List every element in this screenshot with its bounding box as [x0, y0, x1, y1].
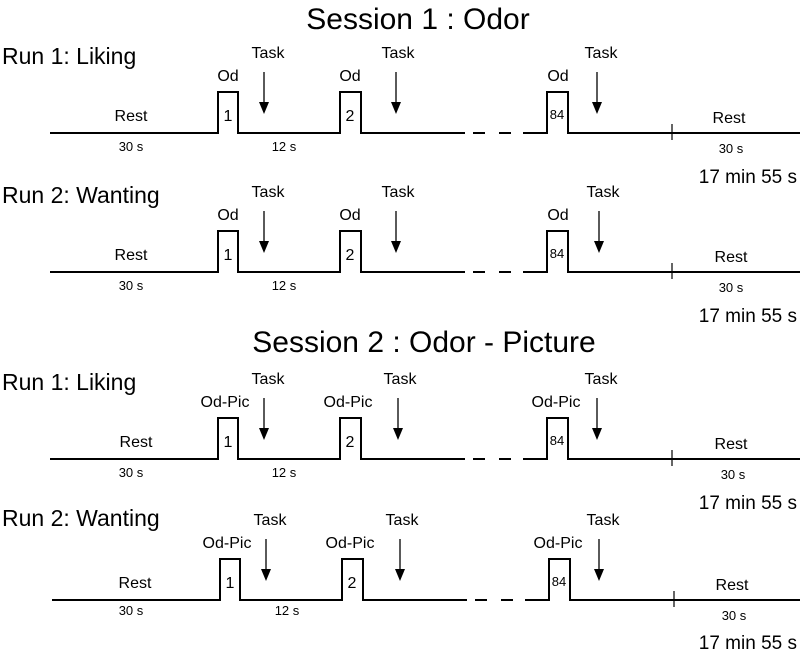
task-label-1: Task [252, 45, 286, 62]
timeline-waveform [50, 230, 465, 273]
stimulus-label-2: Od [339, 207, 360, 224]
end-rest-label: Rest [715, 249, 748, 266]
end-rest-duration-label: 30 s [719, 141, 744, 156]
stimulus-label-1: Od-Pic [201, 394, 250, 411]
stimulus-label-2: Od [339, 68, 360, 85]
task-label-2: Task [382, 45, 416, 62]
rest-label: Rest [119, 575, 152, 592]
task-label-1: Task [254, 512, 288, 529]
block-number-84: 84 [550, 246, 564, 261]
timeline-waveform-end [525, 558, 800, 601]
stimulus-label-1: Od-Pic [203, 535, 252, 552]
rest-label: Rest [120, 434, 153, 451]
session-1: Session 1 : Odor Run 1: Liking Rest 30 s… [2, 3, 800, 327]
task-label-2: Task [382, 184, 416, 201]
run-title: Run 2: Wanting [2, 182, 160, 208]
task-label-1: Task [252, 184, 286, 201]
timeline-waveform-end [523, 230, 800, 273]
run-title: Run 1: Liking [2, 369, 136, 395]
rest-duration-label: 30 s [119, 465, 144, 480]
session-2-title: Session 2 : Odor - Picture [252, 326, 595, 359]
stimulus-duration-label: 12 s [272, 139, 297, 154]
end-rest-duration-label: 30 s [722, 608, 747, 623]
timeline-waveform-end [523, 91, 800, 134]
arrow-down-icon [259, 428, 269, 440]
task-label-2: Task [386, 512, 420, 529]
stimulus-label-84: Od [547, 207, 568, 224]
stimulus-duration-label: 12 s [272, 278, 297, 293]
end-rest-label: Rest [715, 436, 748, 453]
stimulus-label-2: Od-Pic [326, 535, 375, 552]
block-number-2: 2 [346, 108, 355, 125]
block-number-2: 2 [348, 575, 357, 592]
session-2-run-1: Run 1: Liking Rest 30 s 12 s Rest 30 s 1… [2, 369, 800, 514]
block-number-1: 1 [224, 247, 233, 264]
block-number-1: 1 [226, 575, 235, 592]
session-2-run-2: Run 2: Wanting Rest 30 s 12 s Rest 30 s … [2, 505, 800, 654]
block-number-84: 84 [550, 107, 564, 122]
task-label-2: Task [384, 371, 418, 388]
total-duration-label: 17 min 55 s [699, 633, 797, 654]
stimulus-label-1: Od [217, 68, 238, 85]
stimulus-label-2: Od-Pic [324, 394, 373, 411]
arrow-down-icon [259, 102, 269, 114]
stimulus-label-84: Od-Pic [534, 535, 583, 552]
timeline-waveform [50, 417, 465, 460]
run-title: Run 1: Liking [2, 43, 136, 69]
total-duration-label: 17 min 55 s [699, 167, 797, 188]
block-number-2: 2 [346, 434, 355, 451]
session-1-run-2: Run 2: Wanting Rest 30 s 12 s Rest 30 s … [2, 182, 800, 327]
task-label-84: Task [587, 512, 621, 529]
arrow-down-icon [391, 241, 401, 253]
arrow-down-icon [393, 428, 403, 440]
rest-label: Rest [115, 108, 148, 125]
block-number-1: 1 [224, 434, 233, 451]
total-duration-label: 17 min 55 s [699, 493, 797, 514]
arrow-down-icon [592, 428, 602, 440]
block-number-2: 2 [346, 247, 355, 264]
total-duration-label: 17 min 55 s [699, 306, 797, 327]
timeline-waveform-end [523, 417, 800, 460]
block-number-1: 1 [224, 108, 233, 125]
end-rest-label: Rest [713, 110, 746, 127]
end-rest-duration-label: 30 s [721, 467, 746, 482]
arrow-down-icon [395, 569, 405, 581]
arrow-down-icon [259, 241, 269, 253]
task-label-1: Task [252, 371, 286, 388]
session-2: Session 2 : Odor - Picture Run 1: Liking… [2, 326, 800, 654]
session-1-run-1: Run 1: Liking Rest 30 s 12 s Rest 30 s 1… [2, 43, 800, 188]
block-number-84: 84 [552, 574, 566, 589]
end-rest-duration-label: 30 s [719, 280, 744, 295]
task-label-84: Task [587, 184, 621, 201]
run-title: Run 2: Wanting [2, 505, 160, 531]
timeline-waveform [52, 558, 467, 601]
stimulus-label-84: Od-Pic [532, 394, 581, 411]
rest-label: Rest [115, 247, 148, 264]
stimulus-label-1: Od [217, 207, 238, 224]
timeline-waveform [50, 91, 465, 134]
arrow-down-icon [594, 569, 604, 581]
task-label-84: Task [585, 371, 619, 388]
rest-duration-label: 30 s [119, 139, 144, 154]
arrow-down-icon [594, 241, 604, 253]
stimulus-duration-label: 12 s [272, 465, 297, 480]
block-number-84: 84 [550, 433, 564, 448]
session-1-title: Session 1 : Odor [306, 3, 529, 36]
arrow-down-icon [391, 102, 401, 114]
end-rest-label: Rest [716, 577, 749, 594]
stimulus-duration-label: 12 s [275, 603, 300, 618]
rest-duration-label: 30 s [119, 278, 144, 293]
arrow-down-icon [592, 102, 602, 114]
task-label-84: Task [585, 45, 619, 62]
stimulus-label-84: Od [547, 68, 568, 85]
arrow-down-icon [261, 569, 271, 581]
rest-duration-label: 30 s [119, 603, 144, 618]
